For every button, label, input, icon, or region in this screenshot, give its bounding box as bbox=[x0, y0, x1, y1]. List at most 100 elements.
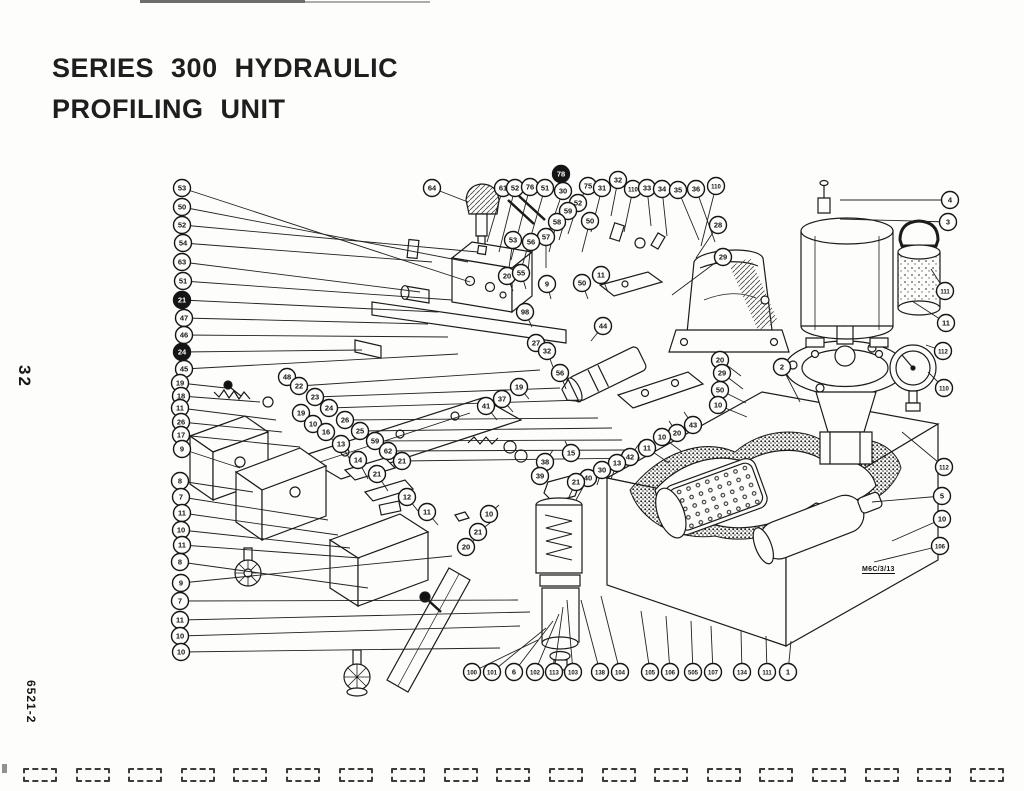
svg-text:7: 7 bbox=[178, 597, 182, 606]
svg-text:56: 56 bbox=[527, 238, 535, 247]
svg-text:9: 9 bbox=[179, 579, 183, 588]
part-callout: 30 bbox=[555, 183, 572, 200]
part-callout: 106 bbox=[932, 538, 949, 555]
part-callout: 11 bbox=[419, 504, 436, 521]
svg-text:59: 59 bbox=[371, 437, 379, 446]
part-callout: 31 bbox=[594, 180, 611, 197]
svg-text:112: 112 bbox=[939, 466, 949, 472]
leader-line bbox=[388, 450, 630, 451]
svg-text:11: 11 bbox=[643, 444, 651, 453]
svg-text:112: 112 bbox=[938, 350, 948, 356]
part-callout: 4 bbox=[942, 192, 959, 209]
perforation-hole bbox=[864, 768, 899, 782]
leader-line bbox=[299, 370, 540, 386]
svg-text:26: 26 bbox=[341, 416, 349, 425]
leader-line bbox=[701, 186, 716, 246]
svg-text:76: 76 bbox=[526, 183, 534, 192]
part-callout: 505 bbox=[685, 664, 702, 681]
part-callout: 9 bbox=[539, 276, 556, 293]
perforation-hole bbox=[75, 768, 110, 782]
svg-text:62: 62 bbox=[384, 447, 392, 456]
svg-text:30: 30 bbox=[598, 466, 606, 475]
leader-line bbox=[375, 440, 622, 441]
svg-text:104: 104 bbox=[615, 671, 626, 677]
svg-text:10: 10 bbox=[658, 433, 666, 442]
part-callouts: 5350525463512147462445191811261798711101… bbox=[172, 166, 959, 681]
part-callout: 64 bbox=[424, 180, 441, 197]
svg-text:20: 20 bbox=[462, 543, 470, 552]
svg-text:35: 35 bbox=[674, 186, 682, 195]
svg-text:21: 21 bbox=[572, 478, 580, 487]
svg-text:134: 134 bbox=[737, 671, 748, 677]
scan-artifact bbox=[2, 764, 7, 773]
part-callout: 23 bbox=[307, 389, 324, 406]
leader-line bbox=[672, 257, 723, 295]
svg-text:10: 10 bbox=[714, 401, 722, 410]
svg-text:40: 40 bbox=[584, 474, 592, 483]
leader-line bbox=[184, 335, 448, 337]
leader-line bbox=[872, 496, 942, 502]
part-callout: 28 bbox=[710, 217, 727, 234]
leader-line bbox=[581, 600, 600, 672]
svg-text:28: 28 bbox=[714, 221, 722, 230]
part-callout: 19 bbox=[293, 405, 310, 422]
svg-text:20: 20 bbox=[673, 429, 681, 438]
leader-line bbox=[182, 207, 468, 262]
svg-text:50: 50 bbox=[716, 386, 724, 395]
leader-line bbox=[535, 614, 559, 672]
svg-text:107: 107 bbox=[708, 671, 719, 677]
svg-text:44: 44 bbox=[599, 322, 608, 331]
part-callout: 22 bbox=[291, 378, 308, 395]
perforation-hole bbox=[23, 768, 57, 782]
svg-text:21: 21 bbox=[398, 457, 406, 466]
svg-text:25: 25 bbox=[356, 427, 364, 436]
perforation-hole bbox=[128, 768, 163, 782]
svg-text:21: 21 bbox=[178, 296, 186, 305]
svg-text:106: 106 bbox=[665, 671, 676, 677]
scan-artifact bbox=[305, 1, 430, 3]
part-callout: 7 bbox=[172, 593, 189, 610]
svg-text:50: 50 bbox=[586, 217, 594, 226]
part-callout: 111 bbox=[759, 664, 776, 681]
svg-text:10: 10 bbox=[177, 648, 185, 657]
svg-text:52: 52 bbox=[574, 199, 582, 208]
leader-line bbox=[180, 408, 276, 420]
svg-text:21: 21 bbox=[474, 528, 482, 537]
svg-text:54: 54 bbox=[179, 239, 188, 248]
motor-illustration bbox=[801, 181, 893, 358]
ram-illustration bbox=[536, 476, 582, 670]
svg-text:46: 46 bbox=[180, 331, 188, 340]
svg-text:11: 11 bbox=[423, 508, 431, 517]
svg-text:8: 8 bbox=[178, 558, 182, 567]
spring-illustration bbox=[214, 390, 250, 399]
part-callout: 110 bbox=[936, 380, 953, 397]
part-callout: 6 bbox=[506, 664, 523, 681]
svg-text:5: 5 bbox=[940, 492, 944, 501]
part-callout: 46 bbox=[176, 327, 193, 344]
svg-text:31: 31 bbox=[598, 184, 606, 193]
svg-text:505: 505 bbox=[688, 671, 699, 677]
part-callout: 32 bbox=[610, 172, 627, 189]
part-callout: 50 bbox=[582, 213, 599, 230]
svg-text:29: 29 bbox=[718, 369, 726, 378]
part-callout: 7 bbox=[173, 489, 190, 506]
svg-text:21: 21 bbox=[373, 470, 381, 479]
part-callout: 53 bbox=[505, 232, 522, 249]
suction-pipe-illustration bbox=[749, 483, 888, 566]
perforation-hole bbox=[706, 768, 741, 782]
svg-text:11: 11 bbox=[597, 271, 605, 280]
part-callout: 21 bbox=[174, 292, 191, 309]
part-callout: 10 bbox=[481, 506, 498, 523]
svg-text:100: 100 bbox=[467, 671, 478, 677]
leader-line bbox=[666, 616, 670, 672]
bracket-illustrations bbox=[190, 416, 428, 606]
svg-text:11: 11 bbox=[176, 616, 184, 625]
scan-artifact bbox=[140, 0, 305, 3]
part-callout: 55 bbox=[513, 265, 530, 282]
svg-text:63: 63 bbox=[178, 258, 186, 267]
part-callout: 8 bbox=[172, 473, 189, 490]
svg-text:14: 14 bbox=[354, 456, 363, 465]
perforation-hole bbox=[286, 768, 320, 782]
leader-line bbox=[487, 188, 503, 242]
svg-text:110: 110 bbox=[711, 185, 721, 191]
